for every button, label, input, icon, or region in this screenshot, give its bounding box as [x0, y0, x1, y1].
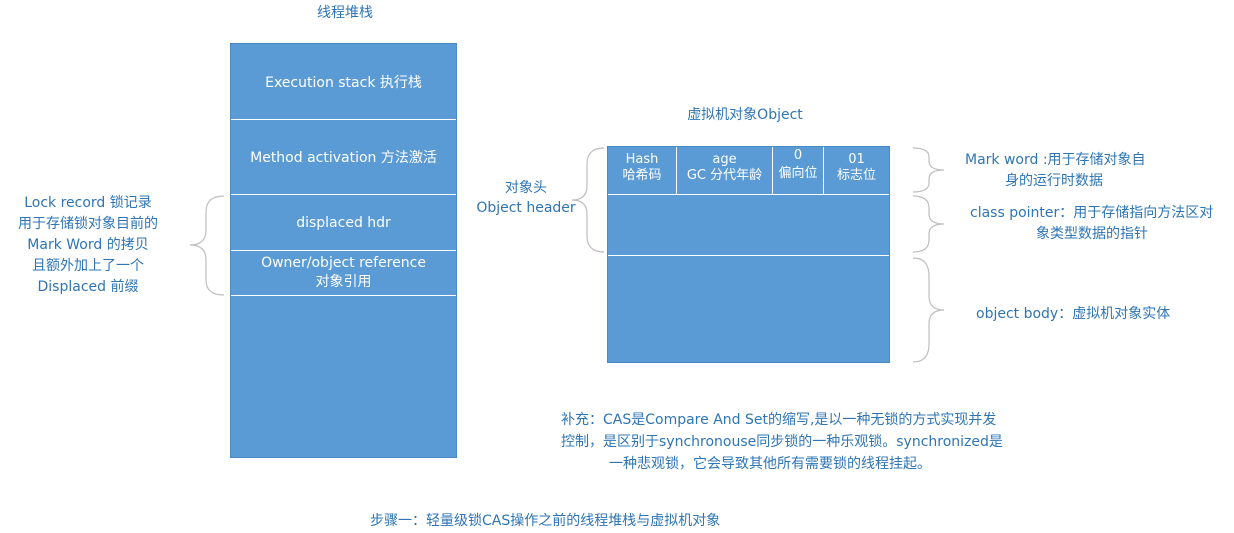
annotation-line: Mark word :用于存储对象自: [965, 152, 1146, 168]
supplement-line: 控制，是区别于synchronouse同步锁的一种乐观锁。synchronize…: [561, 434, 1003, 450]
mark-word-divider: [608, 194, 889, 195]
stack-divider: [231, 250, 456, 251]
object-header-brace: [571, 147, 605, 253]
cell-line: 01: [848, 152, 865, 167]
supplement-line: 补充：CAS是Compare And Set的缩写,是以一种无锁的方式实现并发: [561, 412, 997, 428]
stack-divider: [231, 194, 456, 195]
mark-word-cell-hash: Hash 哈希码: [608, 147, 676, 194]
cell-line: 哈希码: [622, 168, 662, 183]
object-header-label-line: Object header: [476, 200, 576, 216]
stack-row-owner-reference: Owner/object reference 对象引用: [231, 251, 456, 295]
annotation-line: class pointer：用于存储指向方法区对: [970, 205, 1214, 221]
stack-row-label-line2: 对象引用: [315, 274, 372, 290]
note-line: Mark Word 的拷贝: [27, 237, 149, 253]
mark-word-cell-biased: 0 偏向位: [773, 147, 823, 194]
supplement-note: 补充：CAS是Compare And Set的缩写,是以一种无锁的方式实现并发 …: [561, 409, 1031, 475]
annotation-line: 象类型数据的指针: [1036, 226, 1148, 242]
stack-row-displaced-hdr: displaced hdr: [231, 195, 456, 250]
stack-row-label-line1: Owner/object reference: [261, 255, 426, 271]
class-pointer-brace: [912, 195, 945, 253]
cell-divider: [676, 147, 677, 194]
object-body-brace: [912, 257, 945, 363]
mark-word-brace: [912, 147, 945, 193]
note-line: 且额外加上了一个: [32, 258, 144, 274]
cell-line: 标志位: [836, 168, 876, 183]
thread-stack-title: 线程堆栈: [317, 5, 373, 21]
thread-stack: Execution stack 执行栈 Method activation 方法…: [230, 43, 457, 458]
stack-row-method-activation: Method activation 方法激活: [231, 120, 456, 194]
cell-line: age: [712, 152, 737, 167]
figure-caption: 步骤一：轻量级锁CAS操作之前的线程堆栈与虚拟机对象: [370, 513, 721, 529]
cell-divider: [772, 147, 773, 194]
class-pointer-divider: [608, 255, 889, 256]
lock-record-note: Lock record 锁记录 用于存储锁对象目前的 Mark Word 的拷贝…: [0, 193, 176, 298]
stack-row-label: displaced hdr: [296, 214, 391, 231]
mark-word-annotation: Mark word :用于存储对象自 身的运行时数据: [965, 150, 1165, 192]
class-pointer-annotation: class pointer：用于存储指向方法区对 象类型数据的指针: [970, 203, 1232, 245]
annotation-line: 身的运行时数据: [1005, 173, 1103, 189]
object-body-annotation: object body：虚拟机对象实体: [976, 306, 1171, 322]
mark-word-cell-flag: 01 标志位: [824, 147, 889, 194]
note-line: Displaced 前缀: [37, 279, 139, 295]
object-header-label-line: 对象头: [505, 180, 547, 196]
stack-divider: [231, 119, 456, 120]
cell-line: 偏向位: [778, 166, 818, 181]
note-line: Lock record 锁记录: [24, 195, 152, 211]
object-header-label: 对象头 Object header: [472, 178, 580, 218]
stack-row-execution-stack: Execution stack 执行栈: [231, 44, 456, 119]
vm-object: Hash 哈希码 age GC 分代年龄 0 偏向位 01 标志位: [607, 146, 890, 363]
cell-line: Hash: [625, 152, 659, 167]
supplement-line: 一种悲观锁，它会导致其他所有需要锁的线程挂起。: [609, 456, 931, 472]
lock-record-brace: [189, 195, 225, 296]
stack-row-label: Method activation 方法激活: [250, 150, 437, 166]
stack-divider: [231, 295, 456, 296]
cell-line: 0: [793, 148, 803, 163]
note-line: 用于存储锁对象目前的: [18, 216, 158, 232]
stack-row-label: Execution stack 执行栈: [265, 74, 422, 91]
object-title: 虚拟机对象Object: [687, 107, 803, 123]
mark-word-cell-age: age GC 分代年龄: [677, 147, 772, 194]
cell-line: GC 分代年龄: [686, 168, 763, 183]
cell-divider: [823, 147, 824, 194]
